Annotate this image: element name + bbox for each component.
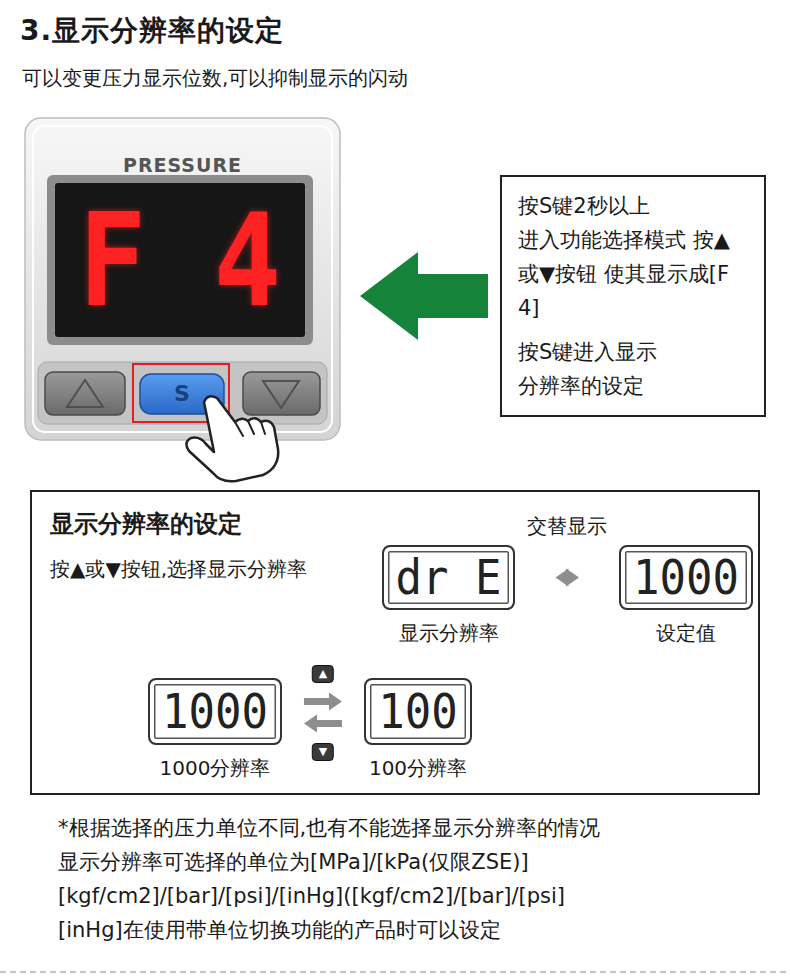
down-triangle <box>263 381 299 408</box>
up-button <box>45 372 125 415</box>
panel-heading: 显示分辨率的设定 <box>50 508 242 540</box>
step-arrow <box>304 715 342 733</box>
button-key-label: ▲ <box>312 665 334 683</box>
setting-panel: dr E 显示分辨率 1000 设定值 1000 1000分辨率 100 100分辨率 显示分辨… <box>30 490 760 795</box>
lcd-readout: 1000 1000分辨率 <box>148 678 282 782</box>
toggle-arrow <box>555 569 579 587</box>
up-triangle <box>67 380 103 407</box>
footnote-line: *根据选择的压力单位不同,也有不能选择显示分辨率的情况 <box>58 816 600 841</box>
step-arrow <box>304 693 342 711</box>
button-panel <box>38 362 327 424</box>
lcd-caption: 显示分辨率 <box>399 620 499 647</box>
down-button <box>243 372 320 415</box>
led-display: F 4 <box>55 183 305 337</box>
button-key-label: ▼ <box>312 743 334 761</box>
panel-instruction: 按▲或▼按钮,选择显示分辨率 <box>50 556 307 583</box>
lcd-caption: 100分辨率 <box>369 755 467 782</box>
lcd-frame: dr E <box>382 545 516 610</box>
lcd-frame: 1000 <box>619 545 753 610</box>
led-digits: F 4 <box>79 196 281 325</box>
lcd-caption: 设定值 <box>656 620 716 647</box>
instruction-box: 按S键2秒以上 进入功能选择模式 按▲或▼按钮 使其显示成[F 4] 按S键进入显… <box>500 175 766 417</box>
green-arrow <box>360 252 488 340</box>
brand-label: PRESSURE <box>25 154 340 176</box>
housing-outline <box>25 118 340 440</box>
lcd-value: 100 <box>378 687 457 735</box>
display-bezel <box>47 175 313 345</box>
page-title: 3.显示分辨率的设定 <box>20 12 284 50</box>
instruction-text: 按S键进入显示 分辨率的设定 <box>518 335 734 403</box>
lcd-value: 1000 <box>162 687 268 735</box>
lcd-readout: 100 100分辨率 <box>364 678 472 782</box>
instruction-text: 按S键2秒以上 进入功能选择模式 按▲或▼按钮 使其显示成[F 4] <box>518 189 734 325</box>
subtitle: 可以变更压力显示位数,可以抑制显示的闪动 <box>22 66 408 90</box>
lcd-value: 1000 <box>633 553 739 601</box>
lcd-readout: dr E 显示分辨率 <box>382 545 516 647</box>
pointing-hand <box>186 396 278 481</box>
footnote-line: 显示分辨率可选择的单位为[MPa]/[kPa(仅限ZSE)] <box>58 850 529 875</box>
dashed-divider <box>0 971 790 973</box>
footnote-line: [kgf/cm2]/[bar]/[psi]/[inHg]([kgf/cm2]/[… <box>58 884 565 909</box>
edge-label: 交替显示 <box>524 514 610 538</box>
footnote-line: [inHg]在使用带单位切换功能的产品时可以设定 <box>58 918 501 943</box>
lcd-frame: 1000 <box>148 678 282 745</box>
lcd-readout: 1000 设定值 <box>619 545 753 647</box>
lcd-caption: 1000分辨率 <box>160 755 271 782</box>
lcd-frame: 100 <box>364 678 472 745</box>
button-letter: S <box>174 381 190 407</box>
lcd-value: dr E <box>396 553 502 601</box>
